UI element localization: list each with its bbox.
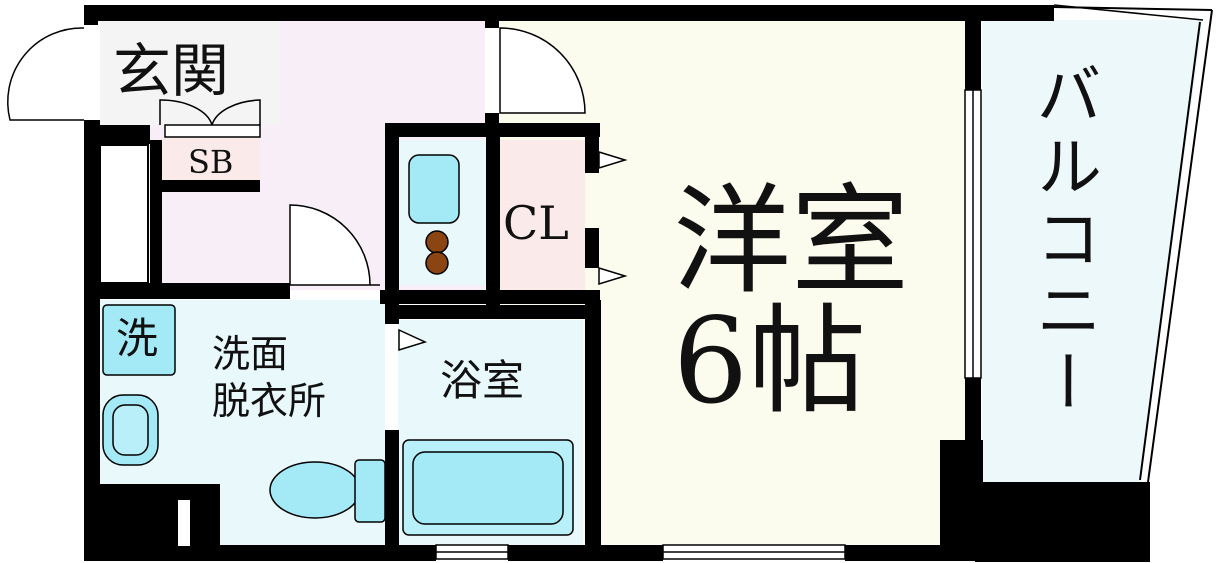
windows — [435, 4, 1204, 560]
room-label-western-room-line1: 洋室 — [673, 172, 910, 310]
fixtures — [102, 154, 574, 536]
washbasin-bowl — [112, 404, 149, 456]
shoe-box-floor — [160, 138, 260, 183]
room-label-shoe-box: SB — [188, 143, 234, 181]
toilet-bowl — [269, 461, 361, 519]
balcony-floor — [982, 20, 1203, 482]
stove-burner — [425, 251, 449, 275]
walls — [84, 5, 1150, 562]
doors — [7, 27, 628, 352]
room-label-entrance: 玄関 — [113, 37, 230, 105]
toilet-tank — [354, 459, 386, 523]
room-label-bathroom: 浴室 — [440, 356, 525, 405]
stove-burner — [425, 230, 449, 254]
entrance-floor — [100, 20, 280, 125]
kitchen-sink — [408, 154, 460, 224]
balcony-outline — [1053, 6, 1213, 483]
room-label-washroom-line2: 脱衣所 — [212, 379, 327, 423]
room-label-western-room-line2: 6帖 — [673, 292, 867, 430]
washing-machine — [102, 304, 176, 376]
room-label-washroom-line1: 洗面 — [212, 332, 289, 376]
room-label-balcony: バルコニー — [1025, 60, 1102, 420]
bathtub-inner — [412, 451, 564, 525]
room-label-closet: CL — [503, 196, 569, 250]
closet-floor — [500, 140, 585, 303]
room-label-washer: 洗 — [116, 314, 159, 363]
